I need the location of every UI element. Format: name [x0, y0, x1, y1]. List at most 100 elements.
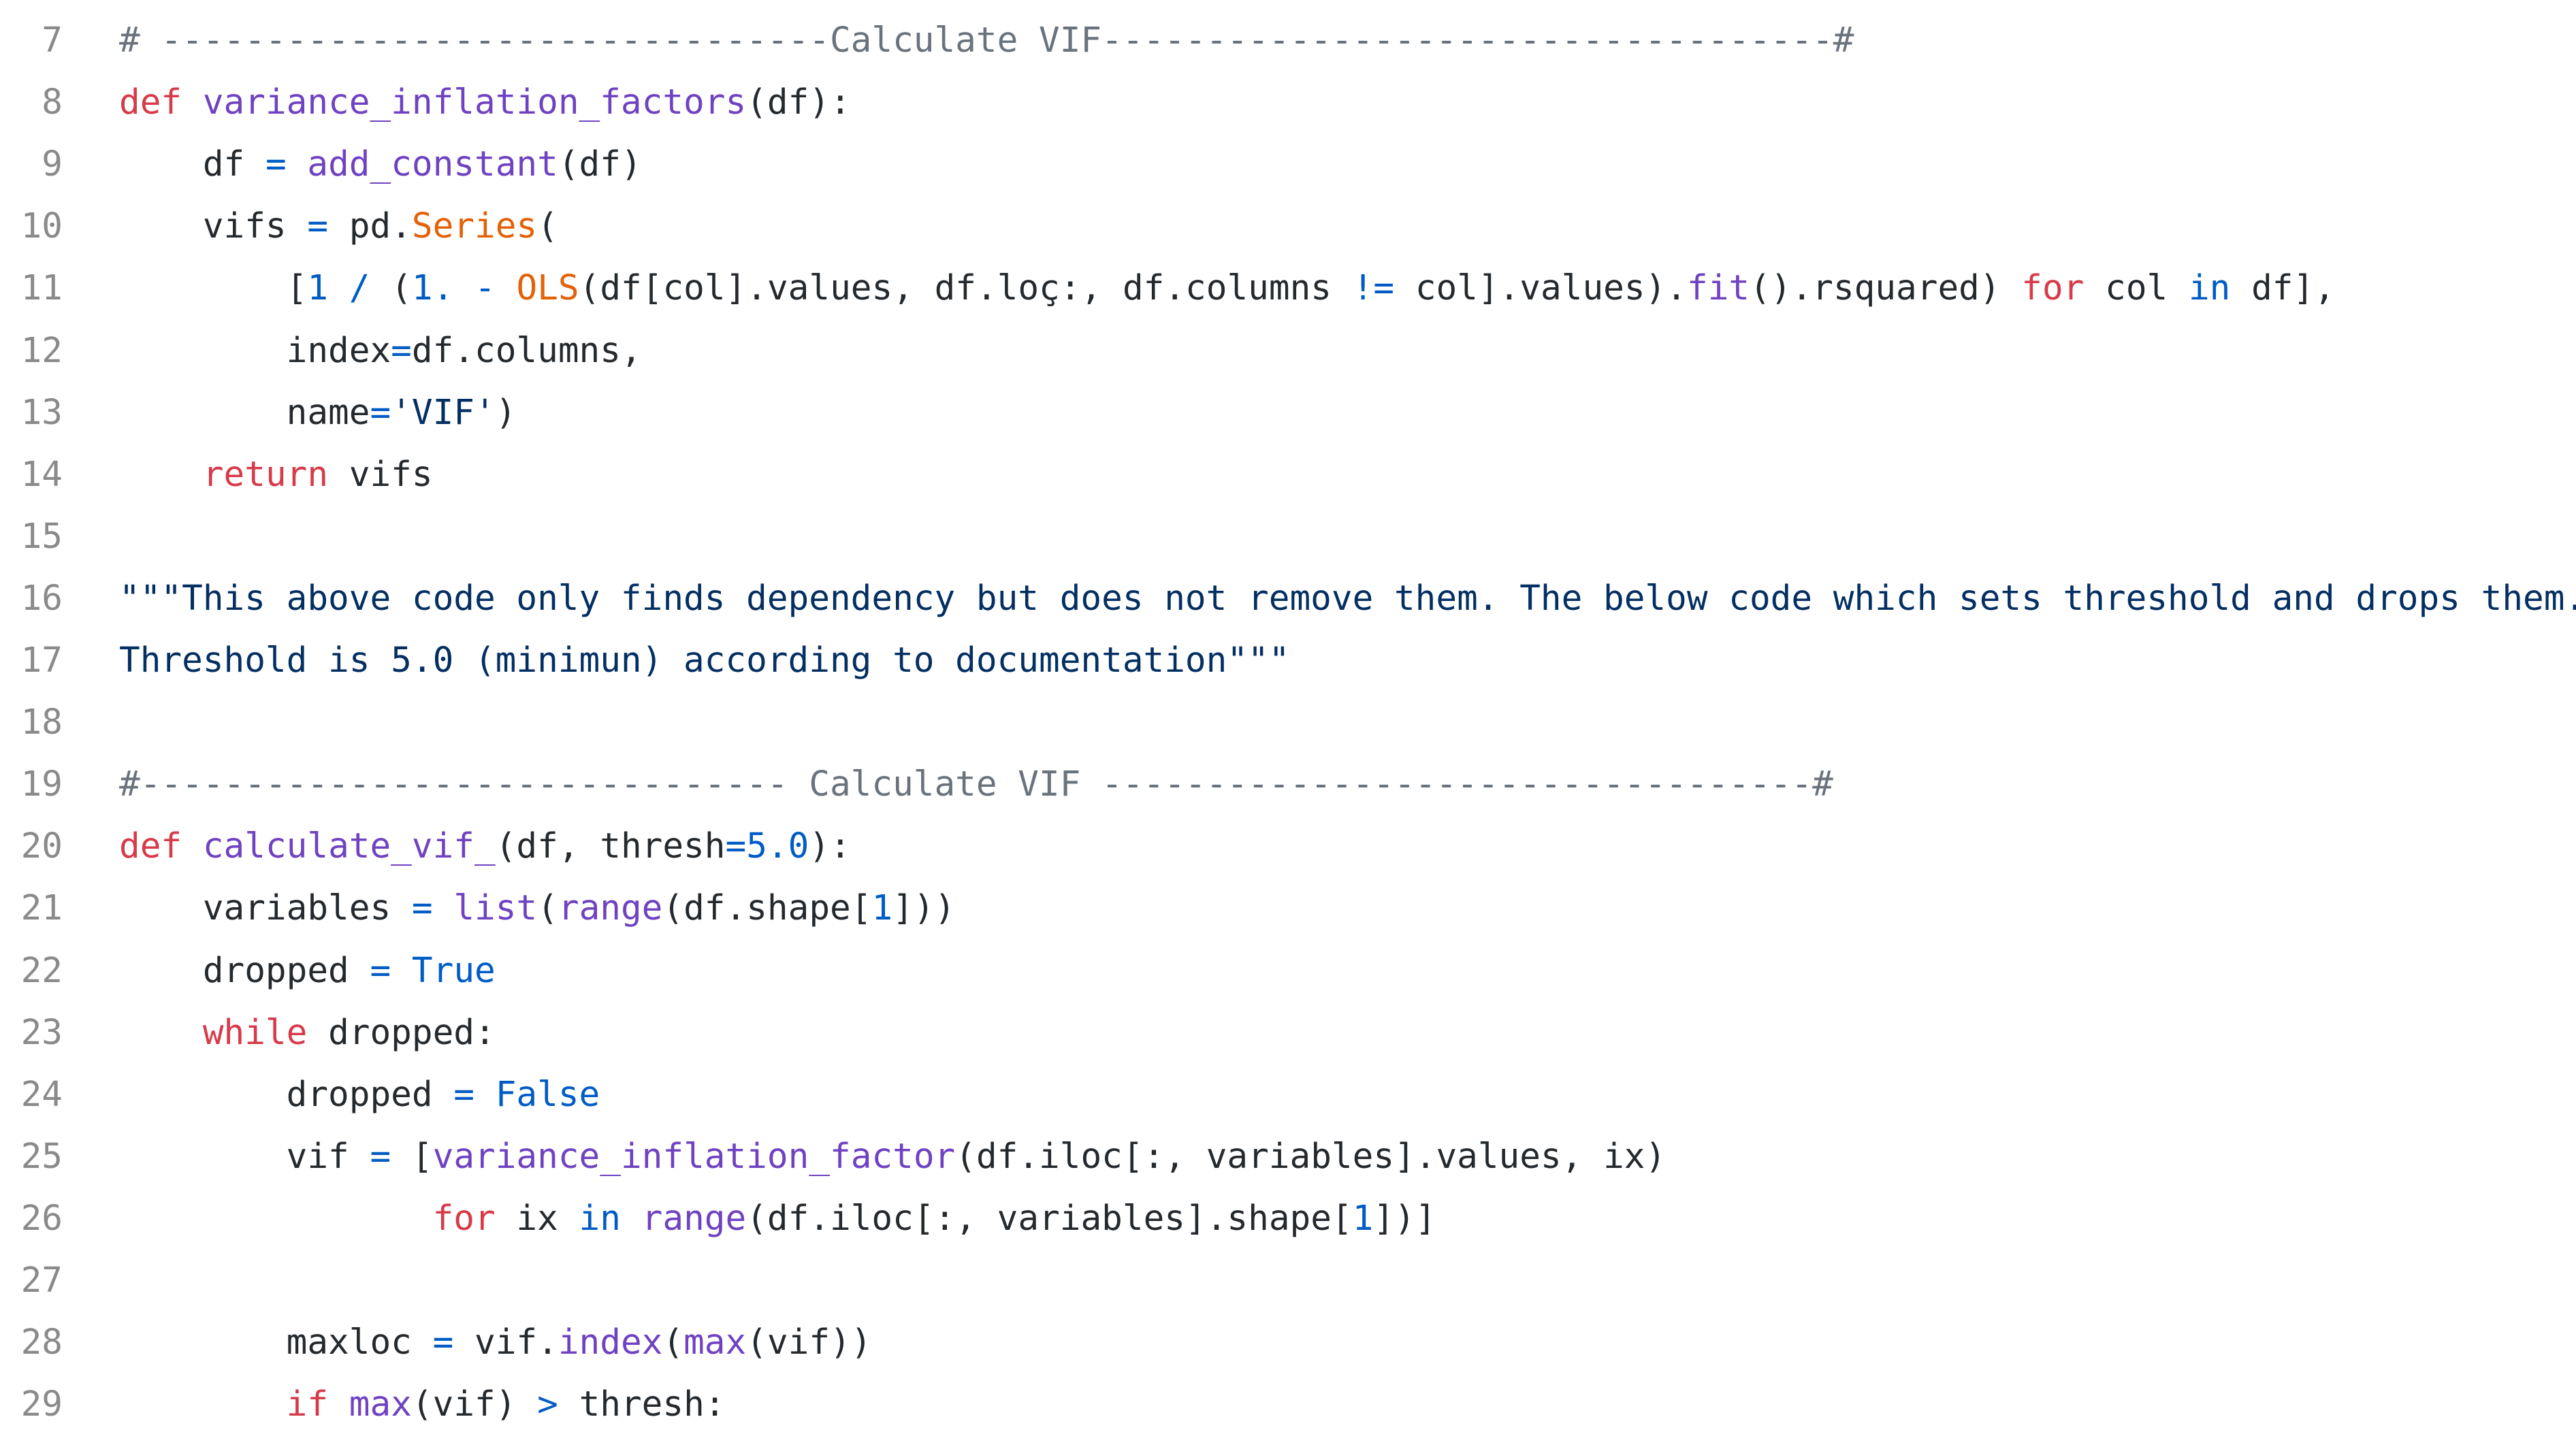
code-token	[328, 1384, 349, 1424]
code-token: 1	[1352, 1199, 1374, 1239]
code-line[interactable]: 24 dropped = False	[0, 1064, 2576, 1126]
code-line[interactable]: 27	[0, 1250, 2576, 1312]
code-token: def	[119, 82, 182, 123]
code-token: df.columns,	[411, 331, 642, 371]
code-token: =	[265, 144, 287, 184]
code-token: [	[391, 1137, 433, 1177]
code-token: #------------------------------- Calcula…	[119, 764, 1833, 804]
code-token: 1	[871, 888, 893, 928]
code-token: ])]	[1373, 1199, 1436, 1239]
code-token	[474, 1075, 496, 1115]
line-number: 16	[20, 579, 63, 619]
line-number: 25	[20, 1137, 63, 1177]
code-line[interactable]: 7# --------------------------------Calcu…	[0, 10, 2576, 71]
code-token: (df):	[746, 82, 851, 123]
line-number: 29	[20, 1384, 63, 1424]
code-token: !=	[1352, 268, 1395, 308]
code-token: Threshold is 5.0 (minimun) according to …	[119, 640, 1290, 681]
code-token: variance_inflation_factor	[432, 1137, 956, 1177]
code-token: variance_inflation_factors	[202, 82, 747, 123]
code-token: False	[495, 1075, 600, 1115]
code-text: vifs = pd.Series(	[119, 195, 558, 257]
code-line[interactable]: 12 index=df.columns,	[0, 320, 2576, 382]
code-token: pd.	[328, 206, 412, 246]
code-token	[182, 82, 203, 123]
code-token: max	[349, 1384, 412, 1424]
code-token: 'VIF'	[391, 393, 496, 433]
code-token: def	[119, 826, 182, 866]
code-token	[328, 268, 349, 308]
line-number: 12	[20, 331, 63, 371]
line-number: 10	[20, 206, 63, 246]
code-text: Threshold is 5.0 (minimun) according to …	[119, 630, 1289, 691]
line-number: 28	[20, 1322, 63, 1363]
code-token: (vif))	[746, 1322, 872, 1363]
code-line[interactable]: 23 while dropped:	[0, 1002, 2576, 1064]
code-line[interactable]: 11 [1 / (1. - OLS(df[col].values, df.loç…	[0, 257, 2576, 319]
code-token: (df[col].values, df.loç:, df.columns	[579, 268, 1353, 308]
code-line[interactable]: 14 return vifs	[0, 444, 2576, 506]
code-token: (	[537, 888, 558, 928]
code-line[interactable]: 10 vifs = pd.Series(	[0, 195, 2576, 257]
code-token: maxloc	[119, 1322, 433, 1363]
code-token	[119, 455, 203, 495]
code-token: (df, thresh	[495, 826, 726, 866]
code-line[interactable]: 15	[0, 506, 2576, 568]
code-token: (	[370, 268, 412, 308]
code-token: (df.iloc[:, variables].shape[	[746, 1199, 1353, 1239]
code-token: return	[202, 455, 329, 495]
line-number: 9	[42, 144, 63, 184]
code-token: (	[537, 206, 558, 246]
code-text: #------------------------------- Calcula…	[119, 753, 1833, 815]
code-line[interactable]: 16 """This above code only finds dependen…	[0, 568, 2576, 630]
code-text: [1 / (1. - OLS(df[col].values, df.loç:, …	[119, 257, 2335, 319]
line-number: 11	[20, 268, 63, 308]
code-token: /	[349, 268, 370, 308]
line-number: 26	[20, 1199, 63, 1239]
code-token: col].values).	[1394, 268, 1687, 308]
code-token: True	[411, 951, 496, 991]
code-token: ix	[495, 1199, 579, 1239]
code-token	[287, 144, 308, 184]
code-token: (vif)	[411, 1384, 538, 1424]
code-line[interactable]: 25 vif = [variance_inflation_factor(df.i…	[0, 1126, 2576, 1188]
line-number: 7	[42, 20, 63, 61]
code-text: """This above code only finds dependency…	[119, 568, 2576, 630]
code-line[interactable]: 28 maxloc = vif.index(max(vif))	[0, 1312, 2576, 1373]
code-text: df = add_constant(df)	[119, 133, 642, 195]
code-line[interactable]: 26 for ix in range(df.iloc[:, variables]…	[0, 1188, 2576, 1250]
code-token: """This above code only finds dependency…	[119, 579, 2576, 619]
code-token	[621, 1199, 642, 1239]
code-token: calculate_vif_	[202, 826, 496, 866]
code-token: while	[202, 1013, 308, 1053]
code-text: return vifs	[119, 444, 433, 506]
code-token	[433, 888, 454, 928]
code-token: =	[391, 331, 412, 371]
line-number: 17	[20, 640, 63, 681]
code-line[interactable]: 19#------------------------------- Calcu…	[0, 753, 2576, 815]
code-token: col	[2084, 268, 2189, 308]
code-line[interactable]: 18	[0, 691, 2576, 753]
code-text: vif = [variance_inflation_factor(df.iloc…	[119, 1126, 1667, 1188]
code-token: =	[411, 888, 433, 928]
code-line[interactable]: 21 variables = list(range(df.shape[1]))	[0, 877, 2576, 939]
code-line[interactable]: 9 df = add_constant(df)	[0, 133, 2576, 195]
code-text: for ix in range(df.iloc[:, variables].sh…	[119, 1188, 1436, 1250]
code-line[interactable]: 29 if max(vif) > thresh:	[0, 1373, 2576, 1435]
code-line[interactable]: 13 name='VIF')	[0, 382, 2576, 444]
code-text: dropped = False	[119, 1064, 600, 1126]
code-text: dropped = True	[119, 940, 496, 1002]
code-token: =	[370, 393, 391, 433]
code-token: vifs	[328, 455, 433, 495]
code-token: variables	[119, 888, 412, 928]
code-line[interactable]: 22 dropped = True	[0, 940, 2576, 1002]
code-line[interactable]: 17 Threshold is 5.0 (minimun) according t…	[0, 630, 2576, 691]
code-token: index	[558, 1322, 663, 1363]
code-token: OLS	[516, 268, 579, 308]
code-token: =	[307, 206, 329, 246]
code-token: df],	[2230, 268, 2335, 308]
code-token	[182, 826, 203, 866]
